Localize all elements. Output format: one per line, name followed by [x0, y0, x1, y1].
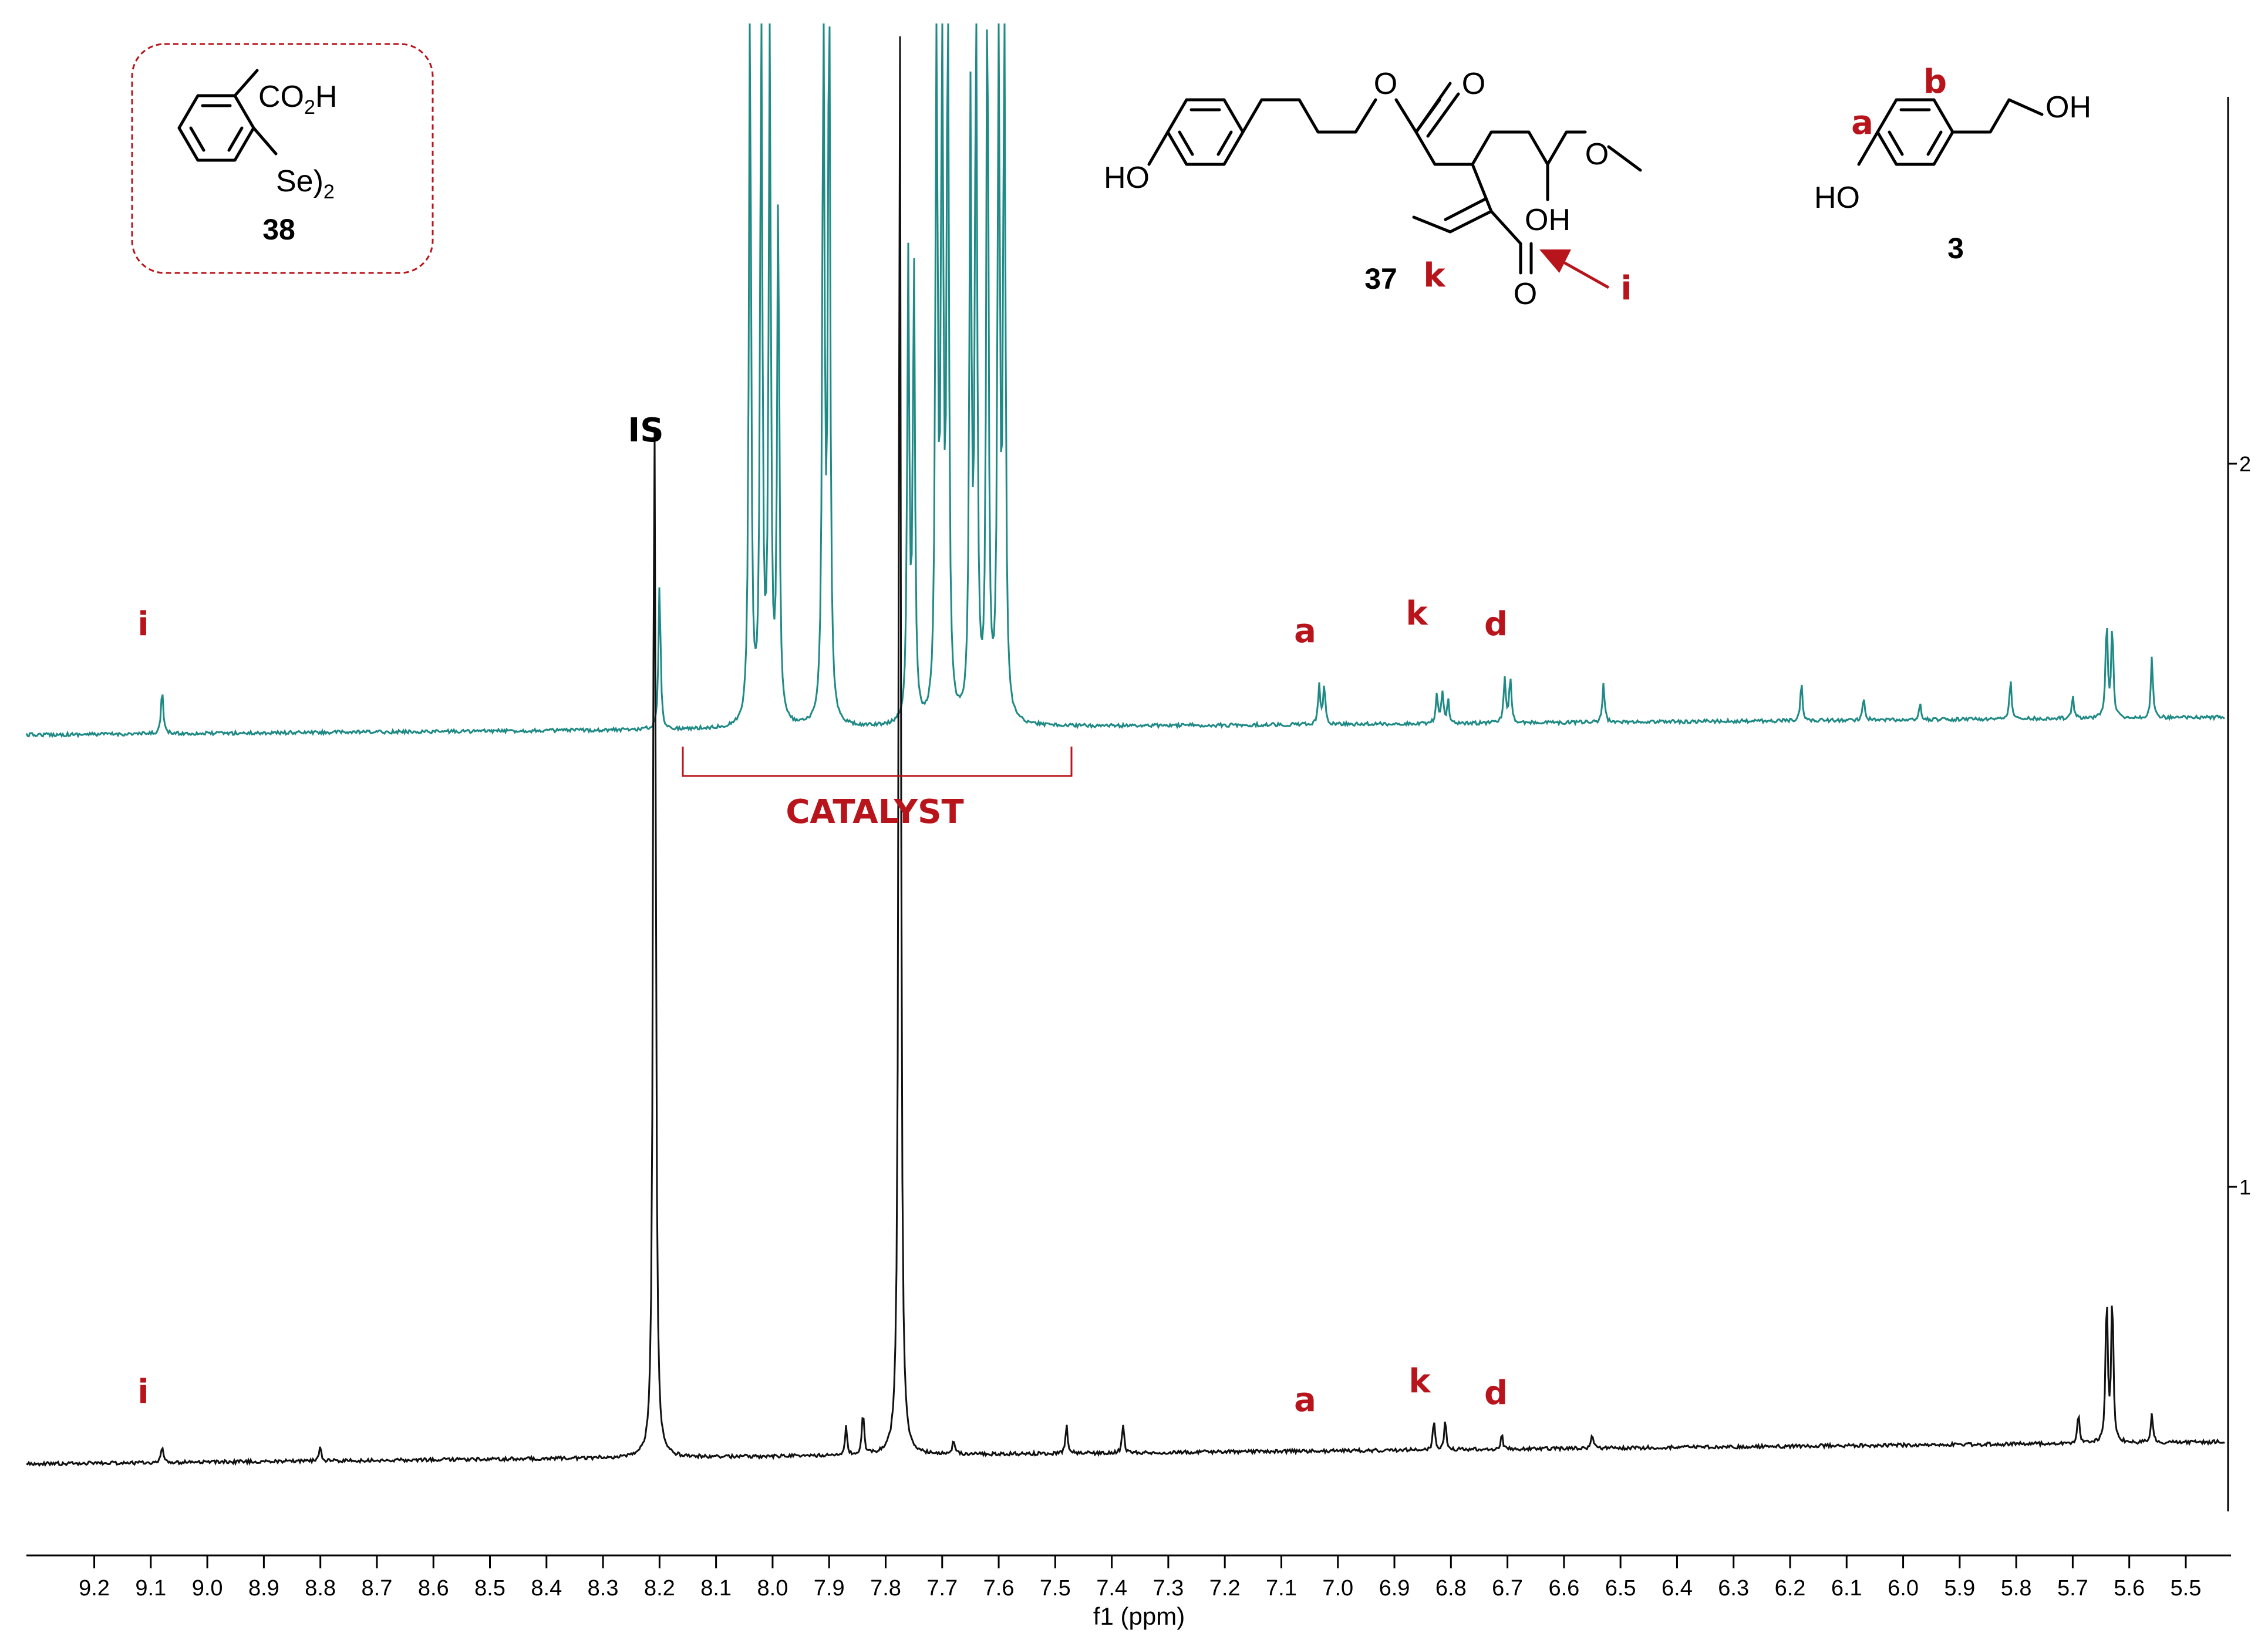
peak-label-i-bottom: i	[137, 1373, 149, 1411]
x-tick-label: 8.9	[248, 1576, 279, 1601]
spectrum-teal-line	[25, 23, 2226, 738]
right-axis-tick-2: 2	[2239, 452, 2251, 476]
structure-3-ho: HO	[1814, 181, 1860, 215]
structure-37-o-methoxy: O	[1585, 137, 1609, 171]
structure-37-ho: HO	[1104, 161, 1150, 195]
structure-37: HO O O O OH O 37 k i	[1104, 67, 1642, 311]
x-tick-label: 7.4	[1096, 1576, 1127, 1601]
structure-37-o-aldehyde: O	[1514, 277, 1537, 311]
x-tick-label: 8.4	[531, 1576, 562, 1601]
x-tick-label: 7.9	[814, 1576, 845, 1601]
x-tick-label: 6.7	[1492, 1576, 1523, 1601]
x-tick-label: 7.7	[926, 1576, 958, 1601]
x-tick-label: 8.5	[474, 1576, 506, 1601]
structure-37-arrow	[1539, 249, 1610, 289]
catalyst-label: CATALYST	[786, 793, 963, 831]
x-tick-label: 8.8	[305, 1576, 336, 1601]
x-tick-label: 6.1	[1831, 1576, 1862, 1601]
x-tick-label: 8.7	[362, 1576, 393, 1601]
structure-37-label-k: k	[1423, 256, 1446, 295]
structure-37-o-carbonyl: O	[1462, 67, 1485, 101]
x-tick-label: 6.9	[1379, 1576, 1410, 1601]
x-tick-label: 9.0	[192, 1576, 223, 1601]
x-tick-label: 7.0	[1322, 1576, 1353, 1601]
peak-label-d-bottom: d	[1484, 1374, 1508, 1412]
x-tick-label: 9.1	[135, 1576, 166, 1601]
x-tick-label: 6.6	[1548, 1576, 1579, 1601]
structure-3-label-a: a	[1851, 104, 1873, 142]
right-axis: 2 1	[2227, 97, 2251, 1511]
right-axis-tick-1: 1	[2239, 1175, 2251, 1199]
x-tick-label: 5.8	[2001, 1576, 2032, 1601]
x-tick-label: 5.9	[1944, 1576, 1975, 1601]
structure-37-number: 37	[1364, 262, 1397, 295]
x-tick-label: 6.4	[1662, 1576, 1693, 1601]
peak-label-k-bottom: k	[1408, 1362, 1431, 1400]
structure-38-se: Se)2	[276, 164, 335, 203]
x-axis-ticks: 9.2 9.1 9.0 8.9 8.8 8.7 8.6 8.5 8.4 8.3 8.2 8.1 8.0 7…	[79, 1555, 2201, 1601]
x-tick-label: 5.7	[2057, 1576, 2088, 1601]
x-tick-label: 5.5	[2171, 1576, 2202, 1601]
peak-label-i-top: i	[137, 605, 149, 643]
peak-label-is: IS	[628, 411, 663, 450]
structure-3-label-b: b	[1923, 63, 1947, 101]
structure-37-oh: OH	[1525, 203, 1571, 237]
x-tick-label: 6.0	[1888, 1576, 1919, 1601]
peak-label-d-top: d	[1484, 605, 1508, 643]
spectrum-black-line	[26, 36, 2225, 1467]
structure-38-co2h: CO2H	[258, 80, 337, 119]
catalyst-bracket: CATALYST	[682, 747, 1073, 831]
peak-label-a-top: a	[1294, 612, 1316, 650]
structure-38-box	[131, 43, 434, 274]
x-tick-label: 7.3	[1152, 1576, 1184, 1601]
x-tick-label: 8.6	[418, 1576, 449, 1601]
x-tick-label: 6.8	[1435, 1576, 1467, 1601]
peak-label-k-top: k	[1406, 595, 1428, 633]
structure-38: CO2H Se)2 38	[131, 43, 434, 274]
peak-label-a-bottom: a	[1294, 1381, 1316, 1419]
structure-3: HO OH 3 a b	[1814, 63, 2091, 265]
x-tick-label: 7.8	[870, 1576, 901, 1601]
structure-3-oh: OH	[2045, 90, 2091, 124]
x-tick-label: 5.6	[2114, 1576, 2145, 1601]
structure-37-o-ester: O	[1374, 67, 1397, 101]
x-axis-label: f1 (ppm)	[1093, 1602, 1185, 1630]
x-tick-label: 6.5	[1605, 1576, 1636, 1601]
x-tick-label: 7.1	[1266, 1576, 1297, 1601]
x-tick-label: 8.2	[644, 1576, 675, 1601]
x-tick-label: 8.3	[588, 1576, 619, 1601]
x-tick-label: 7.5	[1040, 1576, 1071, 1601]
structure-37-label-i: i	[1620, 269, 1632, 308]
x-tick-label: 9.2	[79, 1576, 110, 1601]
structure-3-number: 3	[1947, 232, 1964, 265]
structure-38-number: 38	[262, 213, 295, 246]
x-tick-label: 6.2	[1775, 1576, 1806, 1601]
x-tick-label: 7.2	[1209, 1576, 1241, 1601]
x-tick-label: 8.1	[700, 1576, 732, 1601]
x-axis: 9.2 9.1 9.0 8.9 8.8 8.7 8.6 8.5 8.4 8.3 8.2 8.1 8.0 7…	[26, 1554, 2231, 1630]
x-tick-label: 7.6	[983, 1576, 1015, 1601]
x-tick-label: 6.3	[1718, 1576, 1749, 1601]
x-tick-label: 8.0	[757, 1576, 788, 1601]
